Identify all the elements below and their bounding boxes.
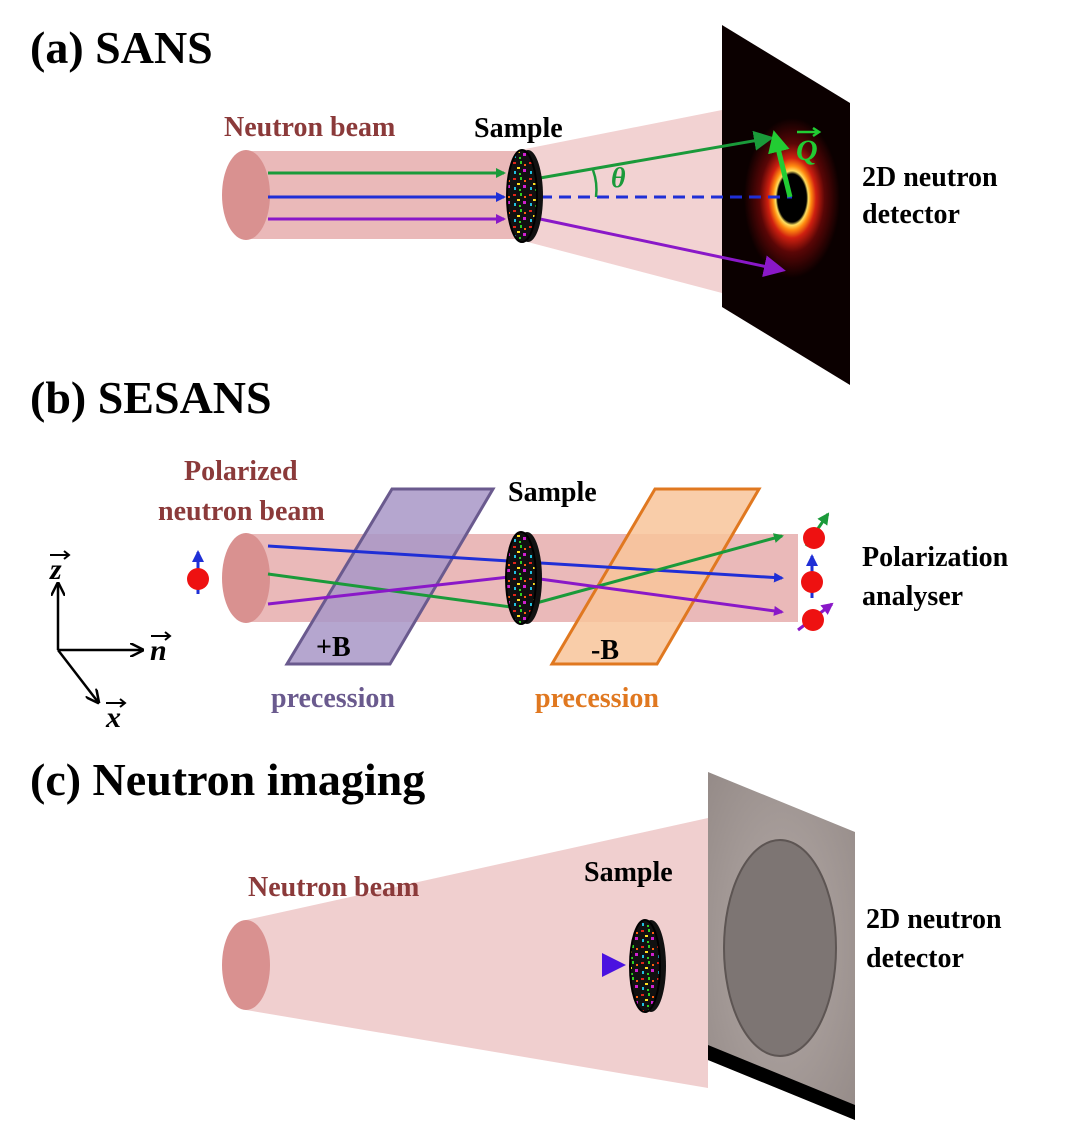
precession-label-minus: precession [535, 683, 659, 714]
sample-radiograph [723, 839, 837, 1057]
x-overarrow-icon [106, 698, 127, 708]
detector-edge-shadow [708, 1045, 855, 1120]
panel-imaging: (c) Neutron imaging Neutron beam Sample … [30, 754, 1002, 1120]
detector-label-c-line1: 2D neutron [866, 904, 1002, 935]
x-axis-label: x [105, 701, 121, 734]
scattered-ray-violet [539, 217, 786, 278]
ray-green-b-out [517, 533, 784, 610]
beam-label-c: Neutron beam [248, 872, 419, 903]
q-vector-label: Q [796, 134, 818, 167]
theta-arc [591, 169, 598, 198]
panel-a-title: (a) SANS [30, 22, 213, 73]
field-minus-label: -B [591, 635, 619, 666]
precession-field-plus [284, 487, 496, 666]
beam-cylinder [246, 151, 524, 239]
detector-label-c-line2: detector [866, 943, 964, 974]
ray-violet-b-in [267, 574, 519, 606]
panel-sans: (a) SANS θ Q Neutron beam Sample 2D ne [30, 22, 998, 385]
sample-label-a: Sample [474, 113, 563, 144]
sample-disk-a [506, 149, 543, 243]
x-axis-arrow [57, 649, 98, 702]
field-plus-label: +B [316, 632, 351, 663]
panel-c-title: (c) Neutron imaging [30, 754, 425, 805]
theta-label: θ [611, 163, 626, 194]
precession-label-plus: precession [271, 683, 395, 714]
scattered-ray-green [539, 130, 774, 180]
sample-label-c: Sample [584, 857, 673, 888]
incoming-spin-icon [187, 550, 209, 594]
outgoing-spin-blue-icon [801, 554, 823, 598]
analyser-label-line1: Polarization [862, 542, 1009, 573]
analyser-label-line2: analyser [862, 581, 963, 612]
beam-label-a: Neutron beam [224, 112, 395, 143]
outgoing-spin-green-icon [803, 512, 830, 549]
q-overarrow-head [812, 126, 822, 138]
sample-label-b: Sample [508, 477, 597, 508]
ray-violet-b-out [517, 574, 784, 616]
z-axis-label: z [49, 553, 62, 586]
outgoing-spin-violet-icon [797, 602, 834, 632]
z-overarrow-icon [50, 550, 71, 560]
beam-source-ellipse-b [222, 533, 270, 623]
beam-source-ellipse-c [222, 920, 270, 1010]
beam-source-ellipse [222, 150, 270, 240]
coordinate-axes: z n x [49, 550, 172, 734]
n-overarrow-icon [151, 631, 172, 641]
sample-disk-b [505, 531, 542, 625]
beam-label-b-line2: neutron beam [158, 496, 325, 527]
detector-label-a-line2: detector [862, 199, 960, 230]
sample-disk-c [629, 919, 666, 1013]
imaging-beam-cone [246, 818, 708, 1088]
q-vector-arrow [768, 130, 793, 198]
panel-b-title: (b) SESANS [30, 372, 272, 423]
panel-sesans: (b) SESANS [30, 372, 1009, 734]
beam-label-b-line1: Polarized [184, 456, 298, 487]
detector-label-a-line1: 2D neutron [862, 162, 998, 193]
n-axis-label: n [150, 634, 167, 667]
precession-field-minus [549, 487, 762, 666]
